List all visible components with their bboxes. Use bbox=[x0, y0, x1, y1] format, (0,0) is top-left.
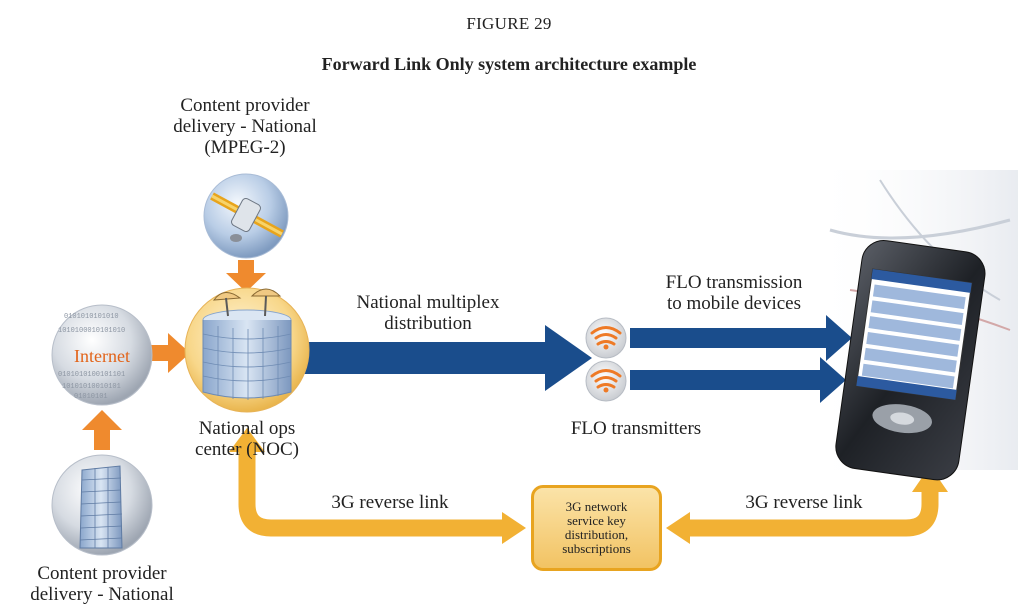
reverse-link-left-label: 3G reverse link bbox=[331, 492, 449, 513]
arrow-satellite-to-noc bbox=[226, 260, 266, 292]
arrow-internet-to-noc bbox=[147, 333, 190, 373]
flo-transmitter-lower-icon bbox=[585, 360, 627, 402]
reverse-link-right-label: 3G reverse link bbox=[745, 492, 863, 513]
svg-text:0101010101010: 0101010101010 bbox=[64, 313, 119, 321]
svg-text:10101010010101: 10101010010101 bbox=[62, 383, 121, 391]
content-provider-bottom-label: Content provider delivery - National bbox=[30, 563, 174, 605]
arrow-national-multiplex bbox=[300, 325, 592, 391]
noc-building-icon bbox=[184, 287, 310, 413]
content-provider-top-label: Content provider delivery - National (MP… bbox=[173, 95, 317, 158]
svg-text:0101010100101101: 0101010100101101 bbox=[58, 371, 125, 379]
arrow-flo-upper bbox=[630, 315, 852, 361]
service-key-box: 3G network service key distribution, sub… bbox=[531, 485, 662, 571]
internet-label: Internet bbox=[74, 346, 130, 366]
svg-text:01010101: 01010101 bbox=[74, 393, 108, 401]
content-provider-building-icon bbox=[51, 454, 153, 556]
satellite-icon bbox=[203, 173, 289, 259]
internet-globe-icon: 0101010101010 1010100010101010 010101010… bbox=[51, 304, 153, 406]
arrow-building-to-internet bbox=[82, 410, 122, 450]
flo-transmitter-upper-icon bbox=[585, 317, 627, 359]
arrow-reverse-link-left bbox=[229, 428, 526, 544]
noc-label: National ops center (NOC) bbox=[195, 418, 299, 460]
figure-title: Forward Link Only system architecture ex… bbox=[321, 54, 697, 74]
flo-transmission-label: FLO transmission to mobile devices bbox=[665, 272, 803, 314]
mobile-phone-icon bbox=[835, 240, 986, 481]
flo-transmitters-label: FLO transmitters bbox=[570, 418, 702, 439]
national-multiplex-label: National multiplex distribution bbox=[356, 292, 500, 334]
figure-label: FIGURE 29 bbox=[466, 14, 552, 33]
svg-text:1010100010101010: 1010100010101010 bbox=[58, 327, 125, 335]
arrow-flo-lower bbox=[630, 357, 846, 403]
